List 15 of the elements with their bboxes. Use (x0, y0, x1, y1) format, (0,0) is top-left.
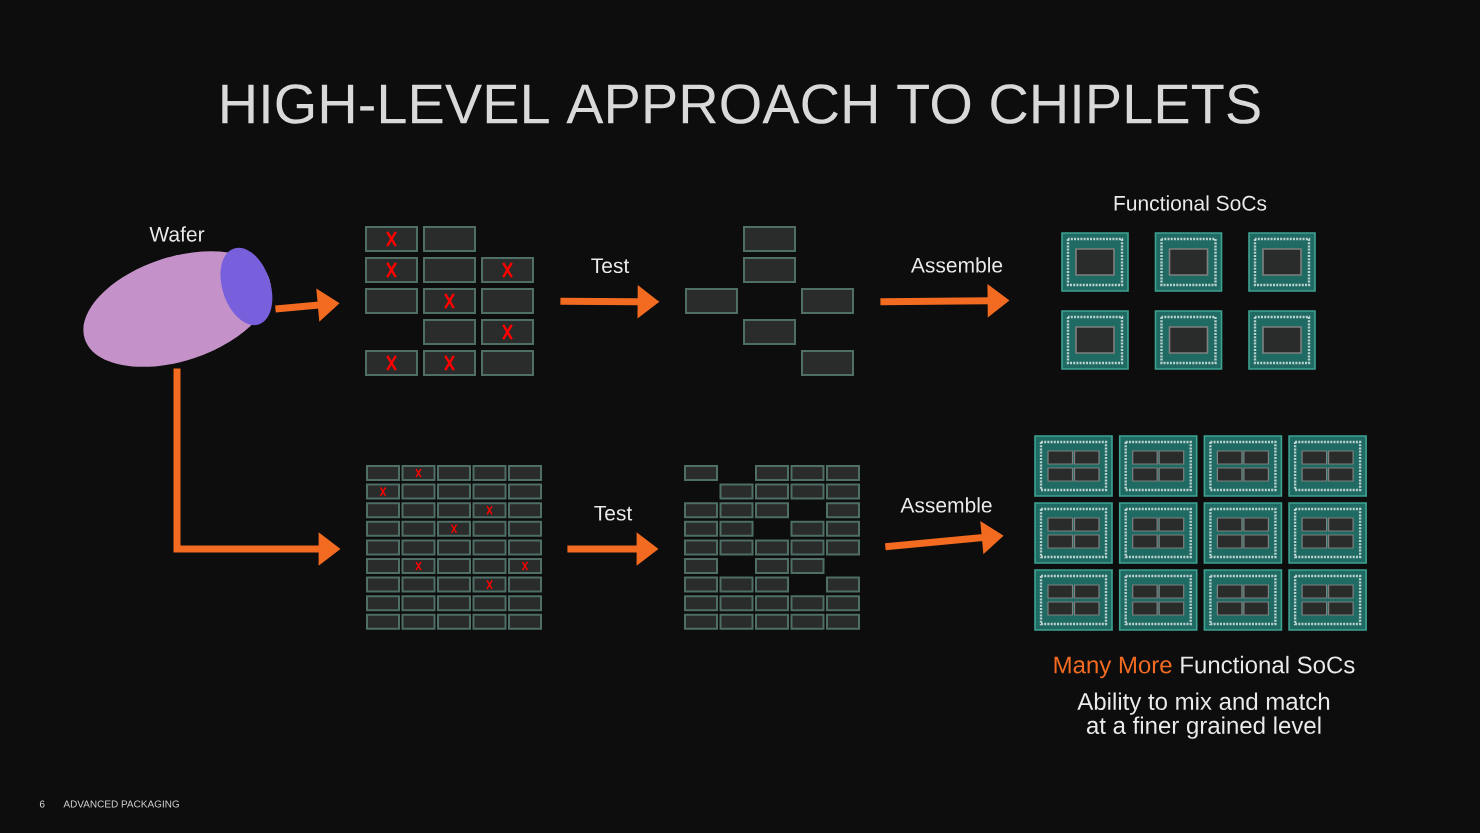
die-grid-drawing (685, 226, 854, 376)
node-text: Ability to mix and match at a finer grained level (1077, 692, 1330, 739)
edge-label: Test (591, 258, 630, 274)
slide-title: HIGH-LEVEL APPROACH TO CHIPLETS (222, 84, 1260, 124)
footer-text: 6 (39, 800, 45, 808)
edge-label: Assemble (910, 257, 1003, 273)
edge-label: Assemble (900, 497, 992, 513)
edge-label: Test (594, 505, 633, 521)
node-label: Wafer (149, 226, 205, 242)
node-heading: Many More Functional SoCs (1054, 655, 1355, 679)
footer-text: ADVANCED PACKAGING (63, 800, 179, 808)
node-label: Functional SoCs (1114, 195, 1267, 211)
die-grid-drawing (684, 465, 860, 630)
die-grid-drawing (366, 465, 542, 630)
die-grid-drawing (365, 226, 534, 376)
